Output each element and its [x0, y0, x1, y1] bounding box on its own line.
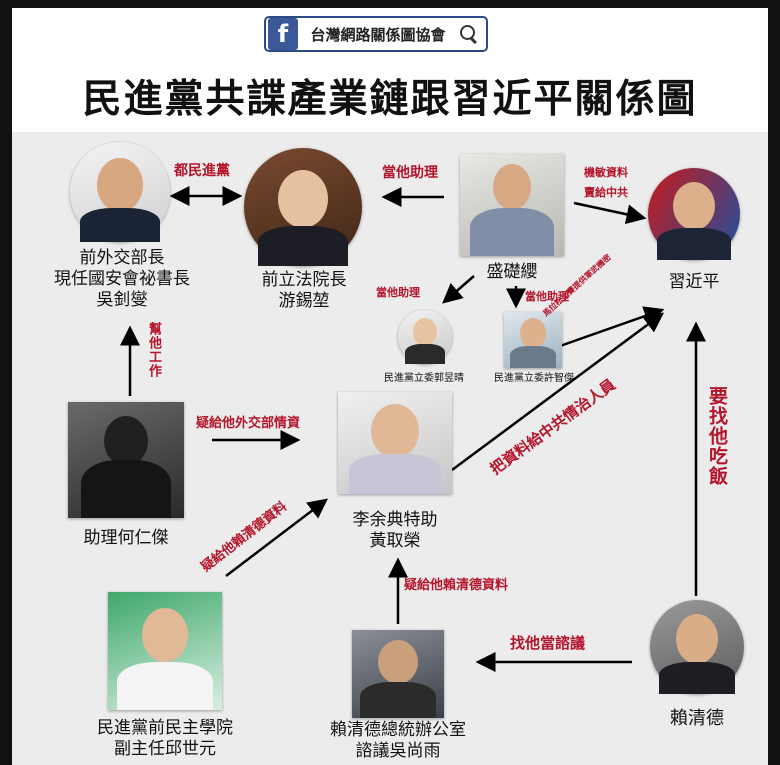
- label-he: 助理何仁傑: [83, 528, 169, 548]
- facebook-icon: f: [268, 18, 298, 50]
- portrait-you: [244, 148, 362, 266]
- label-guo: 民進黨立委郭昱晴: [384, 373, 464, 384]
- label-you: 前立法院長 游錫堃: [261, 270, 347, 311]
- edge-label-sheng-xi-1: 機敏資料: [584, 166, 628, 179]
- edge-label-wushang-huang: 疑給他賴清德資料: [404, 578, 509, 593]
- page-title: 民進黨共諜產業鏈跟習近平關係圖: [82, 77, 698, 122]
- label-qiu: 民進黨前民主學院 副主任邱世元: [97, 718, 233, 759]
- portrait-xu: [504, 312, 562, 368]
- portrait-guo: [398, 310, 452, 364]
- arrow-huang-xi: [451, 312, 665, 472]
- portrait-wushang: [352, 630, 444, 718]
- label-wushang: 賴清德總統辦公室 諮議吳尚雨: [330, 720, 466, 761]
- edge-label-lai-wushang: 找他當諮議: [510, 634, 586, 652]
- brand-badge[interactable]: f 台灣網路關係圖協會: [264, 16, 488, 52]
- edge-label-sheng-xi-2: 賣給中共: [584, 186, 628, 199]
- search-icon[interactable]: [458, 23, 480, 45]
- diagram-canvas: f 台灣網路關係圖協會 民進黨共諜產業鏈跟習近平關係圖: [12, 8, 768, 765]
- edge-label-he-wu: 幫他工作: [146, 322, 161, 378]
- arrow-qiu-huang: [225, 498, 328, 577]
- arrow-sheng-xi: [573, 201, 647, 225]
- label-xu: 民進黨立委許智傑: [494, 373, 574, 384]
- label-huang: 李余典特助 黃取榮: [352, 510, 438, 551]
- arrow-xu-xi: [559, 306, 665, 348]
- edge-label-he-huang: 疑給他外交部情資: [196, 416, 301, 431]
- portrait-qiu: [108, 592, 222, 710]
- portrait-sheng: [460, 154, 564, 256]
- arrow-sheng-guo: [442, 275, 475, 304]
- portrait-huang: [338, 392, 452, 494]
- portrait-he: [68, 402, 184, 518]
- edge-label-lai-xi: 要找他吃飯: [706, 386, 728, 486]
- brand-name: 台灣網路關係圖協會: [310, 25, 446, 44]
- edge-label-sheng-you: 當他助理: [382, 165, 438, 181]
- portrait-wu: [70, 142, 170, 242]
- portrait-xi: [648, 168, 740, 260]
- edge-label-wu-you: 都民進黨: [174, 163, 230, 179]
- label-sheng: 盛礎纓: [486, 262, 538, 282]
- edge-label-sheng-xu: 當他助理: [525, 290, 569, 303]
- connection-lines: [120, 186, 706, 672]
- label-xi: 習近平: [668, 272, 720, 292]
- header: f 台灣網路關係圖協會 民進黨共諜產業鏈跟習近平關係圖: [12, 8, 768, 132]
- portrait-lai: [650, 600, 744, 694]
- edge-label-sheng-guo: 當他助理: [376, 286, 420, 299]
- label-wu: 前外交部長 現任國安會祕書長 吳釗燮: [54, 248, 190, 310]
- label-lai: 賴清德: [670, 708, 724, 729]
